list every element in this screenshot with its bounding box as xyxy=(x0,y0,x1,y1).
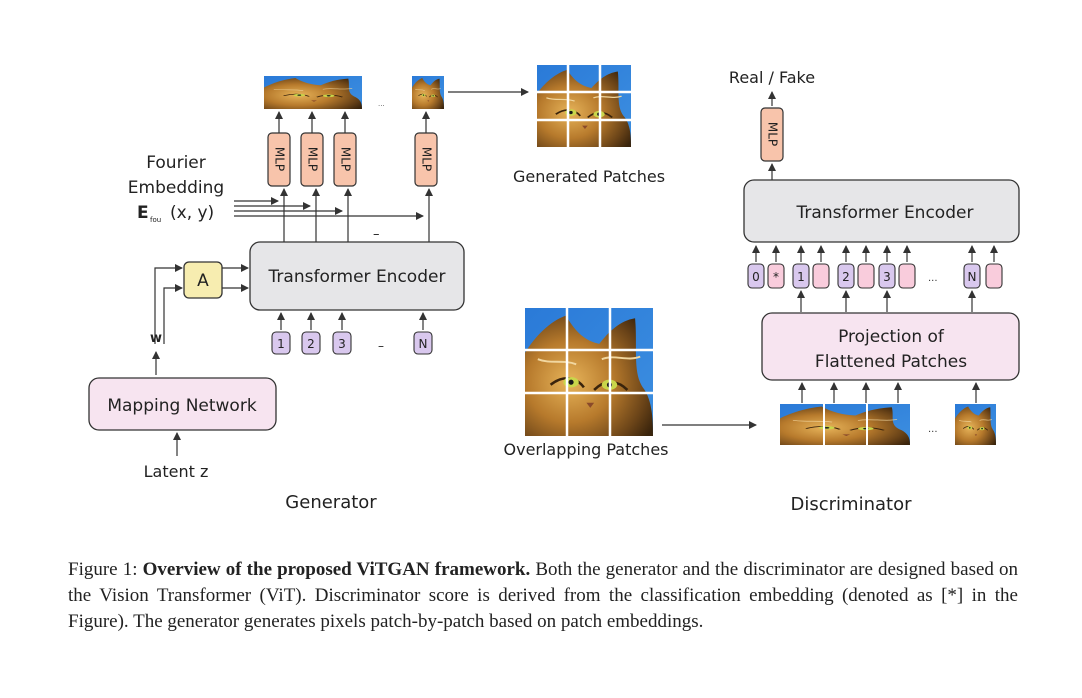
projection-line1: Projection of xyxy=(838,327,945,347)
encoder-output-dash: – xyxy=(373,227,380,242)
fourier-args: (x, y) xyxy=(170,203,214,223)
token-2: 2 xyxy=(307,337,315,351)
fourier-line1: Fourier xyxy=(146,153,206,173)
discriminator: Real / Fake MLP Transformer Encoder xyxy=(729,68,1020,515)
encoder-label: Transformer Encoder xyxy=(796,203,974,223)
fourier-line2: Embedding xyxy=(128,178,224,198)
mlp-label: MLP xyxy=(420,147,434,171)
mlp-label: MLP xyxy=(273,147,287,171)
fourier-e: E xyxy=(137,203,149,223)
patch-ellipsis: ... xyxy=(928,424,938,435)
token-ellipsis: – xyxy=(378,339,384,353)
overlapping-patches-label: Overlapping Patches xyxy=(504,440,669,459)
projection-line2: Flattened Patches xyxy=(815,352,967,372)
token-2: 2 xyxy=(842,270,850,284)
w-to-affine-arrow-2 xyxy=(163,284,183,344)
generated-patches-label: Generated Patches xyxy=(513,167,665,186)
generator-mlp-2: MLP xyxy=(300,132,324,187)
discriminator-patch-strip: ... xyxy=(780,404,996,445)
generator-transformer-encoder: Transformer Encoder xyxy=(249,241,465,311)
token-to-encoder-arrows xyxy=(752,245,998,262)
generator-mlp-n: MLP xyxy=(414,132,438,187)
fourier-subscript: fou xyxy=(150,216,161,224)
figure-caption: Figure 1: Overview of the proposed ViTGA… xyxy=(68,557,1018,635)
mapping-network-label: Mapping Network xyxy=(107,396,256,416)
generator-caption: Generator xyxy=(285,492,377,513)
discriminator-caption: Discriminator xyxy=(791,494,913,515)
encoder-label: Transformer Encoder xyxy=(268,267,446,287)
affine-label: A xyxy=(197,271,209,291)
discriminator-tokens: 0 * 1 2 3 N ... xyxy=(747,263,1003,289)
generator-mlp-3: MLP xyxy=(333,132,357,187)
mlp-label: MLP xyxy=(306,147,320,171)
discriminator-mlp: MLP xyxy=(760,107,784,162)
caption-title: Overview of the proposed ViTGAN framewor… xyxy=(142,559,531,580)
generator: ... MLP MLP MLP MLP – xyxy=(88,76,529,513)
vitgan-diagram: ... MLP MLP MLP MLP – xyxy=(88,65,1020,515)
token-1: 1 xyxy=(797,270,805,284)
image-strip-ellipsis: ... xyxy=(378,100,385,108)
caption-text: Both the generator and the discriminator… xyxy=(68,559,1019,632)
token-cls: * xyxy=(773,270,779,284)
mlp-label: MLP xyxy=(766,122,780,146)
real-fake-label: Real / Fake xyxy=(729,68,815,87)
token-n: N xyxy=(968,270,977,284)
mlp-label: MLP xyxy=(339,147,353,171)
token-ellipsis: ... xyxy=(928,273,938,284)
affine-box: A xyxy=(183,261,223,299)
token-n: N xyxy=(419,337,428,351)
overlapping-patches: Overlapping Patches xyxy=(504,308,669,459)
token-3: 3 xyxy=(338,337,346,351)
generated-image-strip: ... xyxy=(264,76,444,109)
projection-box: Projection of Flattened Patches xyxy=(761,312,1020,381)
token-1: 1 xyxy=(277,337,285,351)
discriminator-transformer-encoder: Transformer Encoder xyxy=(743,179,1020,243)
generated-patches: Generated Patches xyxy=(513,65,665,186)
mapping-network-box: Mapping Network xyxy=(88,377,277,431)
token-0: 0 xyxy=(752,270,760,284)
generator-tokens: 1 2 3 N – xyxy=(271,331,433,355)
caption-prefix: Figure 1: xyxy=(68,559,143,580)
generator-mlp-1: MLP xyxy=(267,132,291,187)
latent-z-label: Latent z xyxy=(144,462,209,481)
w-to-affine-arrow xyxy=(154,264,183,344)
token-3: 3 xyxy=(883,270,891,284)
w-label: w xyxy=(150,331,162,346)
fourier-embedding-label: Fourier Embedding E fou (x, y) xyxy=(128,153,224,224)
